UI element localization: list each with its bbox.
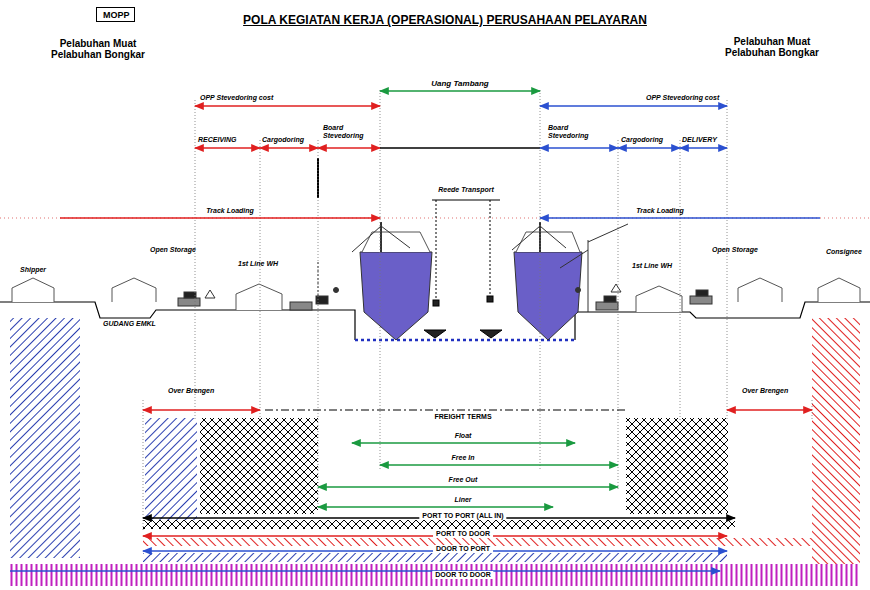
diagram-label: Liner	[454, 496, 471, 504]
diagram-label: DOOR TO PORT	[433, 545, 493, 553]
reede-transport-bracket	[318, 158, 502, 338]
span-arrow	[727, 409, 812, 410]
diagram-label: Track Loading	[206, 207, 254, 215]
diagram-title: POLA KEGIATAN KERJA (OPERASIONAL) PERUSA…	[243, 14, 647, 27]
span-arrow	[260, 147, 318, 148]
span-arrow	[318, 506, 553, 507]
diagram-label: Board Stevedoring	[323, 124, 373, 139]
port-to-port-band	[143, 520, 735, 529]
diagram-label: PORT TO PORT (ALL IN)	[419, 512, 506, 520]
diagram-label: Float	[455, 432, 472, 440]
span-arrow	[318, 486, 618, 487]
diagram-label: DOOR TO DOOR	[432, 571, 493, 579]
span-arrow	[540, 147, 618, 148]
diagram-label: Shipper	[20, 266, 46, 274]
diagram-label: Open Storage	[712, 246, 758, 254]
diagram-label: FREIGHT TERMS	[431, 413, 494, 421]
diagram-label: Track Loading	[636, 207, 684, 215]
diagram-label: Reede Transport	[438, 186, 494, 194]
span-arrow	[352, 442, 575, 443]
consignee-ground	[812, 318, 860, 586]
span-arrow	[195, 147, 260, 148]
ship-right	[512, 222, 582, 340]
diagram-label: DELIVERY	[682, 136, 717, 144]
diagram-label: GUDANG EMKL	[103, 320, 156, 328]
span-arrow	[380, 147, 540, 148]
diagram-label: 1st Line WH	[238, 260, 278, 268]
diagram-label: Consignee	[826, 248, 862, 256]
diagram-label: Open Storage	[150, 246, 196, 254]
span-arrow	[380, 464, 618, 465]
span-arrow	[60, 217, 380, 218]
box-label: MOPP	[103, 10, 128, 20]
emkl-ground	[145, 418, 197, 528]
diagram-label: OPP Stevedoring cost	[646, 94, 719, 102]
door-to-door-band	[10, 564, 860, 586]
diagram-label: Pelabuhan Muat	[60, 38, 137, 49]
truck-icons	[178, 284, 712, 310]
door-to-port-band	[143, 553, 727, 562]
diagram-label: Cargodoring	[621, 136, 663, 144]
diagram-label: Pelabuhan Bongkar	[725, 47, 819, 58]
span-arrow	[143, 409, 260, 410]
water-line	[355, 339, 575, 342]
diagram-label: Over Brengen	[168, 387, 214, 395]
span-arrow	[680, 147, 727, 148]
diagram-label: Pelabuhan Muat	[734, 36, 811, 47]
quay-cranes	[318, 224, 628, 312]
diagram-label: Over Brengen	[742, 387, 788, 395]
span-arrow	[618, 147, 680, 148]
diagram-label: 1st Line WH	[632, 262, 672, 270]
span-arrow	[540, 217, 820, 218]
diagram-label: Pelabuhan Bongkar	[51, 49, 145, 60]
port-area-right	[626, 418, 728, 514]
stage-dividers	[143, 90, 812, 530]
span-arrow	[540, 105, 727, 106]
top-dotted-line	[0, 218, 870, 219]
freight-terms-line	[265, 409, 625, 410]
diagram-label: PORT TO DOOR	[433, 530, 493, 538]
span-arrow	[380, 90, 540, 91]
ship-left	[352, 222, 432, 340]
diagram-label: Uang Tambang	[431, 80, 488, 89]
span-arrow	[10, 570, 720, 571]
quay-right	[575, 302, 870, 340]
quay-left	[0, 302, 355, 340]
diagram-label: Cargodoring	[262, 136, 304, 144]
span-arrows	[10, 91, 820, 571]
diagram-label: Board Stevedoring	[548, 124, 598, 139]
diagram-label: Free Out	[449, 476, 478, 484]
heading-box: MOPP	[96, 7, 135, 22]
diagram-label: Free In	[452, 454, 475, 462]
diagram-label: RECEIVING	[198, 136, 237, 144]
port-area-left	[200, 418, 318, 514]
warehouse-icons	[12, 278, 860, 312]
shipper-ground	[10, 318, 80, 558]
span-arrow	[195, 105, 380, 106]
diagram-label: OPP Stevedoring cost	[200, 94, 273, 102]
span-arrow	[318, 147, 380, 148]
